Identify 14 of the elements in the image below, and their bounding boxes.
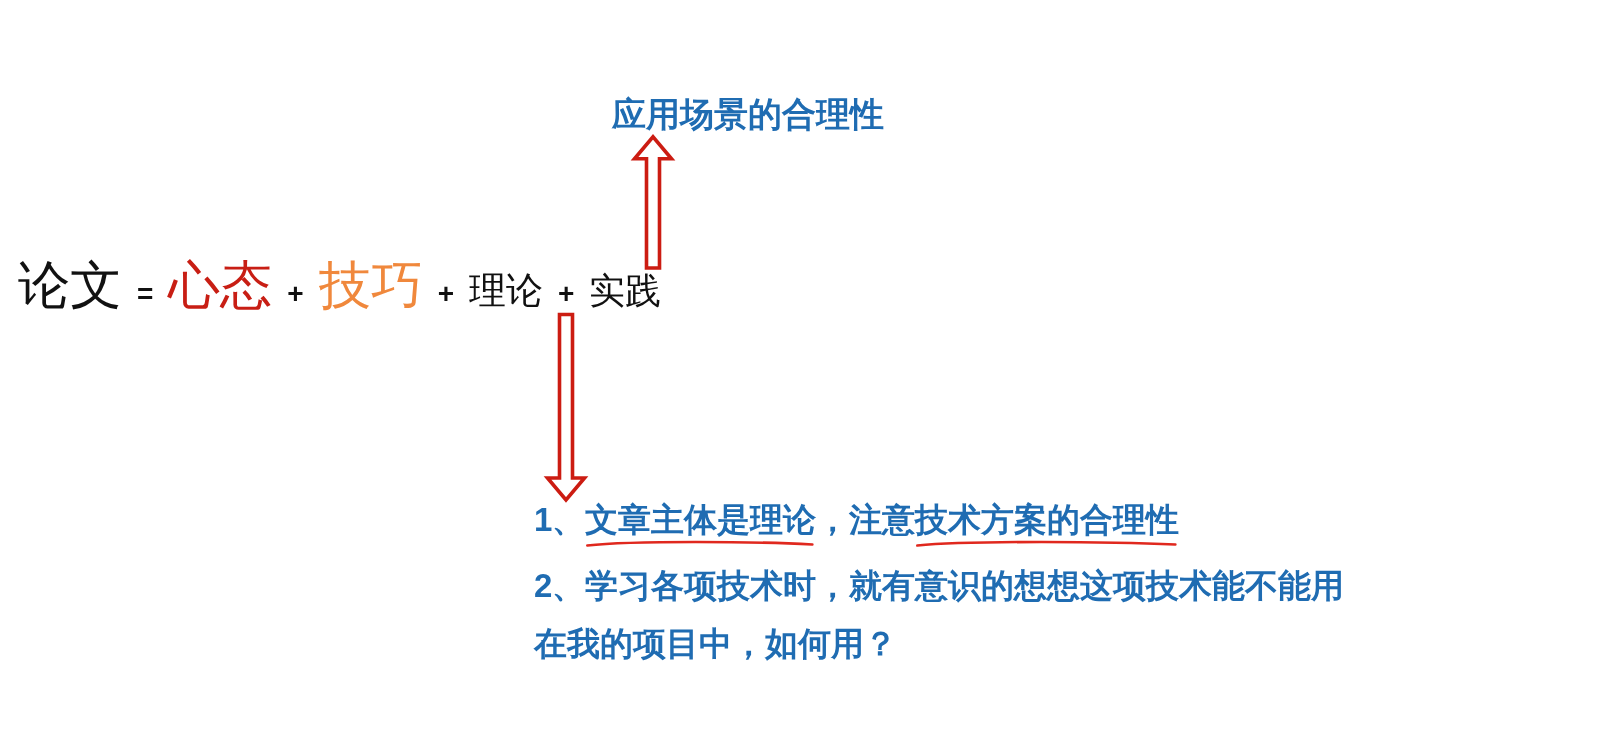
plus-sign: + xyxy=(287,278,304,311)
plus-sign: + xyxy=(558,278,575,311)
arrow xyxy=(630,134,676,270)
equals-sign: = xyxy=(137,278,154,311)
plus-sign: + xyxy=(437,278,455,311)
formula-term: 实践 xyxy=(589,270,662,312)
topic-text: 应用场景的合理性 xyxy=(612,94,884,135)
formula-term: 心态 xyxy=(168,256,273,316)
arrow xyxy=(543,312,589,503)
formula-term: 技巧 xyxy=(318,256,423,316)
formula-term: 论文 xyxy=(18,256,122,316)
formula-term: 理论 xyxy=(469,270,544,313)
note-text: 1、文章主体是理论，注意技术方案的合理性 xyxy=(534,502,1180,538)
note-text: 2、学习各项技术时，就有意识的想想这项技术能不能用在我的项目中，如何用？ xyxy=(534,566,1346,664)
